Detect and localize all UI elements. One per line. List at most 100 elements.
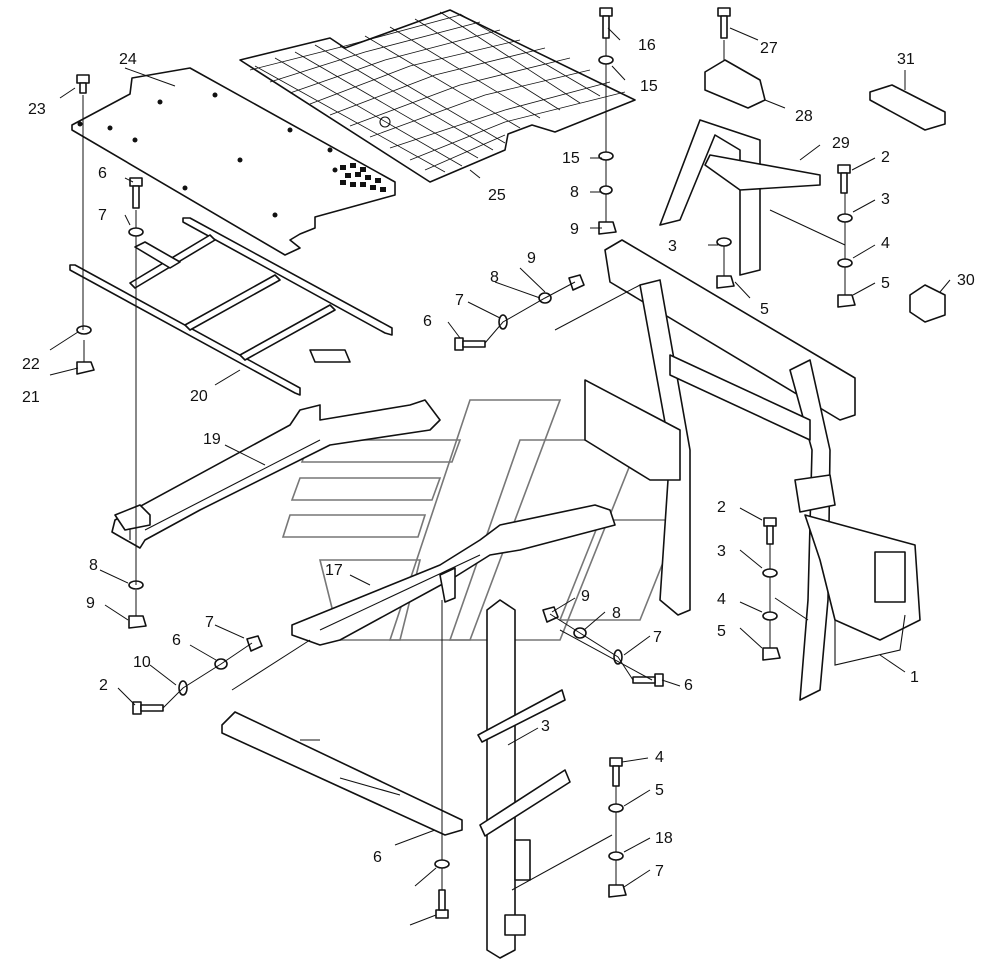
washer-icon	[837, 213, 853, 223]
callout-8: 8	[89, 557, 98, 574]
callout-7: 10	[133, 654, 151, 671]
callout-labels: 24 23 16 15 15 27 31 28 29 25 6 7 8 9 3 …	[22, 37, 975, 880]
washer-icon	[837, 258, 853, 268]
bolt-icon	[717, 7, 731, 39]
callout-7: 7	[653, 629, 662, 646]
bolt-icon	[632, 673, 664, 687]
nut-icon	[762, 647, 781, 661]
callout-5: 5	[717, 623, 726, 640]
callout-19: 19	[203, 431, 221, 448]
callout-5: 5	[881, 275, 890, 292]
bolt-icon	[454, 337, 486, 351]
washer-icon	[128, 227, 144, 237]
callout-21: 21	[22, 389, 40, 406]
callout-1: 1	[910, 669, 919, 686]
nut-icon	[716, 275, 735, 289]
washer-icon	[762, 611, 778, 621]
callout-5: 7	[655, 863, 664, 880]
panel-holes	[77, 92, 338, 218]
washer-icon	[762, 568, 778, 578]
roll-bracket-part-29	[659, 119, 821, 276]
callout-20: 20	[190, 388, 208, 405]
cross-beam-part-19	[111, 399, 441, 549]
callout-8: 8	[490, 269, 499, 286]
bolt-icon	[763, 517, 777, 545]
callout-7: 7	[455, 292, 464, 309]
callout-6: 6	[423, 313, 432, 330]
washer-icon	[598, 151, 614, 161]
callout-3: 3	[717, 543, 726, 560]
callout-9: 9	[527, 250, 536, 267]
bolt-icon	[76, 74, 90, 94]
rear-frame-assembly	[584, 239, 921, 701]
pad-part-28	[704, 59, 766, 109]
support-frame-part-20	[69, 217, 393, 396]
callout-17: 17	[325, 562, 343, 579]
callout-2: 2	[881, 149, 890, 166]
callout-30: 30	[957, 272, 975, 289]
callout-8: 8	[570, 184, 579, 201]
vent-squares	[340, 163, 386, 192]
callout-3: 5	[655, 782, 664, 799]
washer-icon	[434, 859, 450, 869]
callout-31: 31	[897, 51, 915, 68]
callout-6: 6	[684, 677, 693, 694]
bolt-icon	[129, 177, 143, 209]
callout-8: 6	[172, 632, 181, 649]
callout-4: 18	[655, 830, 673, 847]
callout-6: 6	[98, 165, 107, 182]
callout-22: 22	[22, 356, 40, 373]
washer-icon	[598, 55, 614, 65]
nut-icon	[568, 274, 585, 291]
callout-16: 16	[638, 37, 656, 54]
nut-icon	[837, 294, 856, 308]
callout-27: 27	[760, 40, 778, 57]
callout-9: 9	[570, 221, 579, 238]
callout-3: 3	[668, 238, 677, 255]
bolt-icon	[837, 164, 851, 194]
lower-beam-part-18	[221, 711, 463, 836]
washer-icon	[599, 185, 613, 195]
callout-6: 2	[99, 677, 108, 694]
leader-lines	[82, 38, 846, 891]
washer-icon	[76, 325, 92, 335]
callout-23: 23	[28, 101, 46, 118]
callout-18: 6	[373, 849, 382, 866]
bolt-icon	[132, 701, 164, 715]
post-part-10	[477, 599, 571, 959]
floor-mat-part-25	[239, 9, 636, 183]
nut-icon	[608, 884, 627, 898]
washer-icon	[608, 851, 624, 861]
callout-9: 7	[205, 614, 214, 631]
callout-10: 3	[541, 718, 550, 735]
bolt-icon	[609, 757, 623, 787]
callout-ticks	[49, 27, 951, 926]
washer-icon	[608, 803, 624, 813]
callout-9: 9	[581, 588, 590, 605]
washer-icon	[716, 237, 732, 247]
callout-15: 15	[640, 78, 658, 95]
callout-8: 8	[612, 605, 621, 622]
callout-24: 24	[119, 51, 137, 68]
callout-2: 4	[655, 749, 664, 766]
callout-15: 15	[562, 150, 580, 167]
callout-25: 25	[488, 187, 506, 204]
callout-9: 9	[86, 595, 95, 612]
callout-28: 28	[795, 108, 813, 125]
nut-icon	[598, 221, 617, 235]
nut-icon	[128, 615, 147, 629]
bolt-icon	[435, 889, 449, 919]
callout-3: 3	[881, 191, 890, 208]
callout-7: 7	[98, 207, 107, 224]
callout-5: 5	[760, 301, 769, 318]
nut-icon	[246, 635, 263, 652]
nut-icon	[76, 361, 95, 375]
callout-4: 4	[881, 235, 890, 252]
callout-4: 4	[717, 591, 726, 608]
callout-29: 29	[832, 135, 850, 152]
cross-beam-part-17	[291, 504, 616, 646]
callout-2: 2	[717, 499, 726, 516]
bolt-icon	[599, 7, 613, 39]
pad-part-31	[869, 84, 946, 131]
